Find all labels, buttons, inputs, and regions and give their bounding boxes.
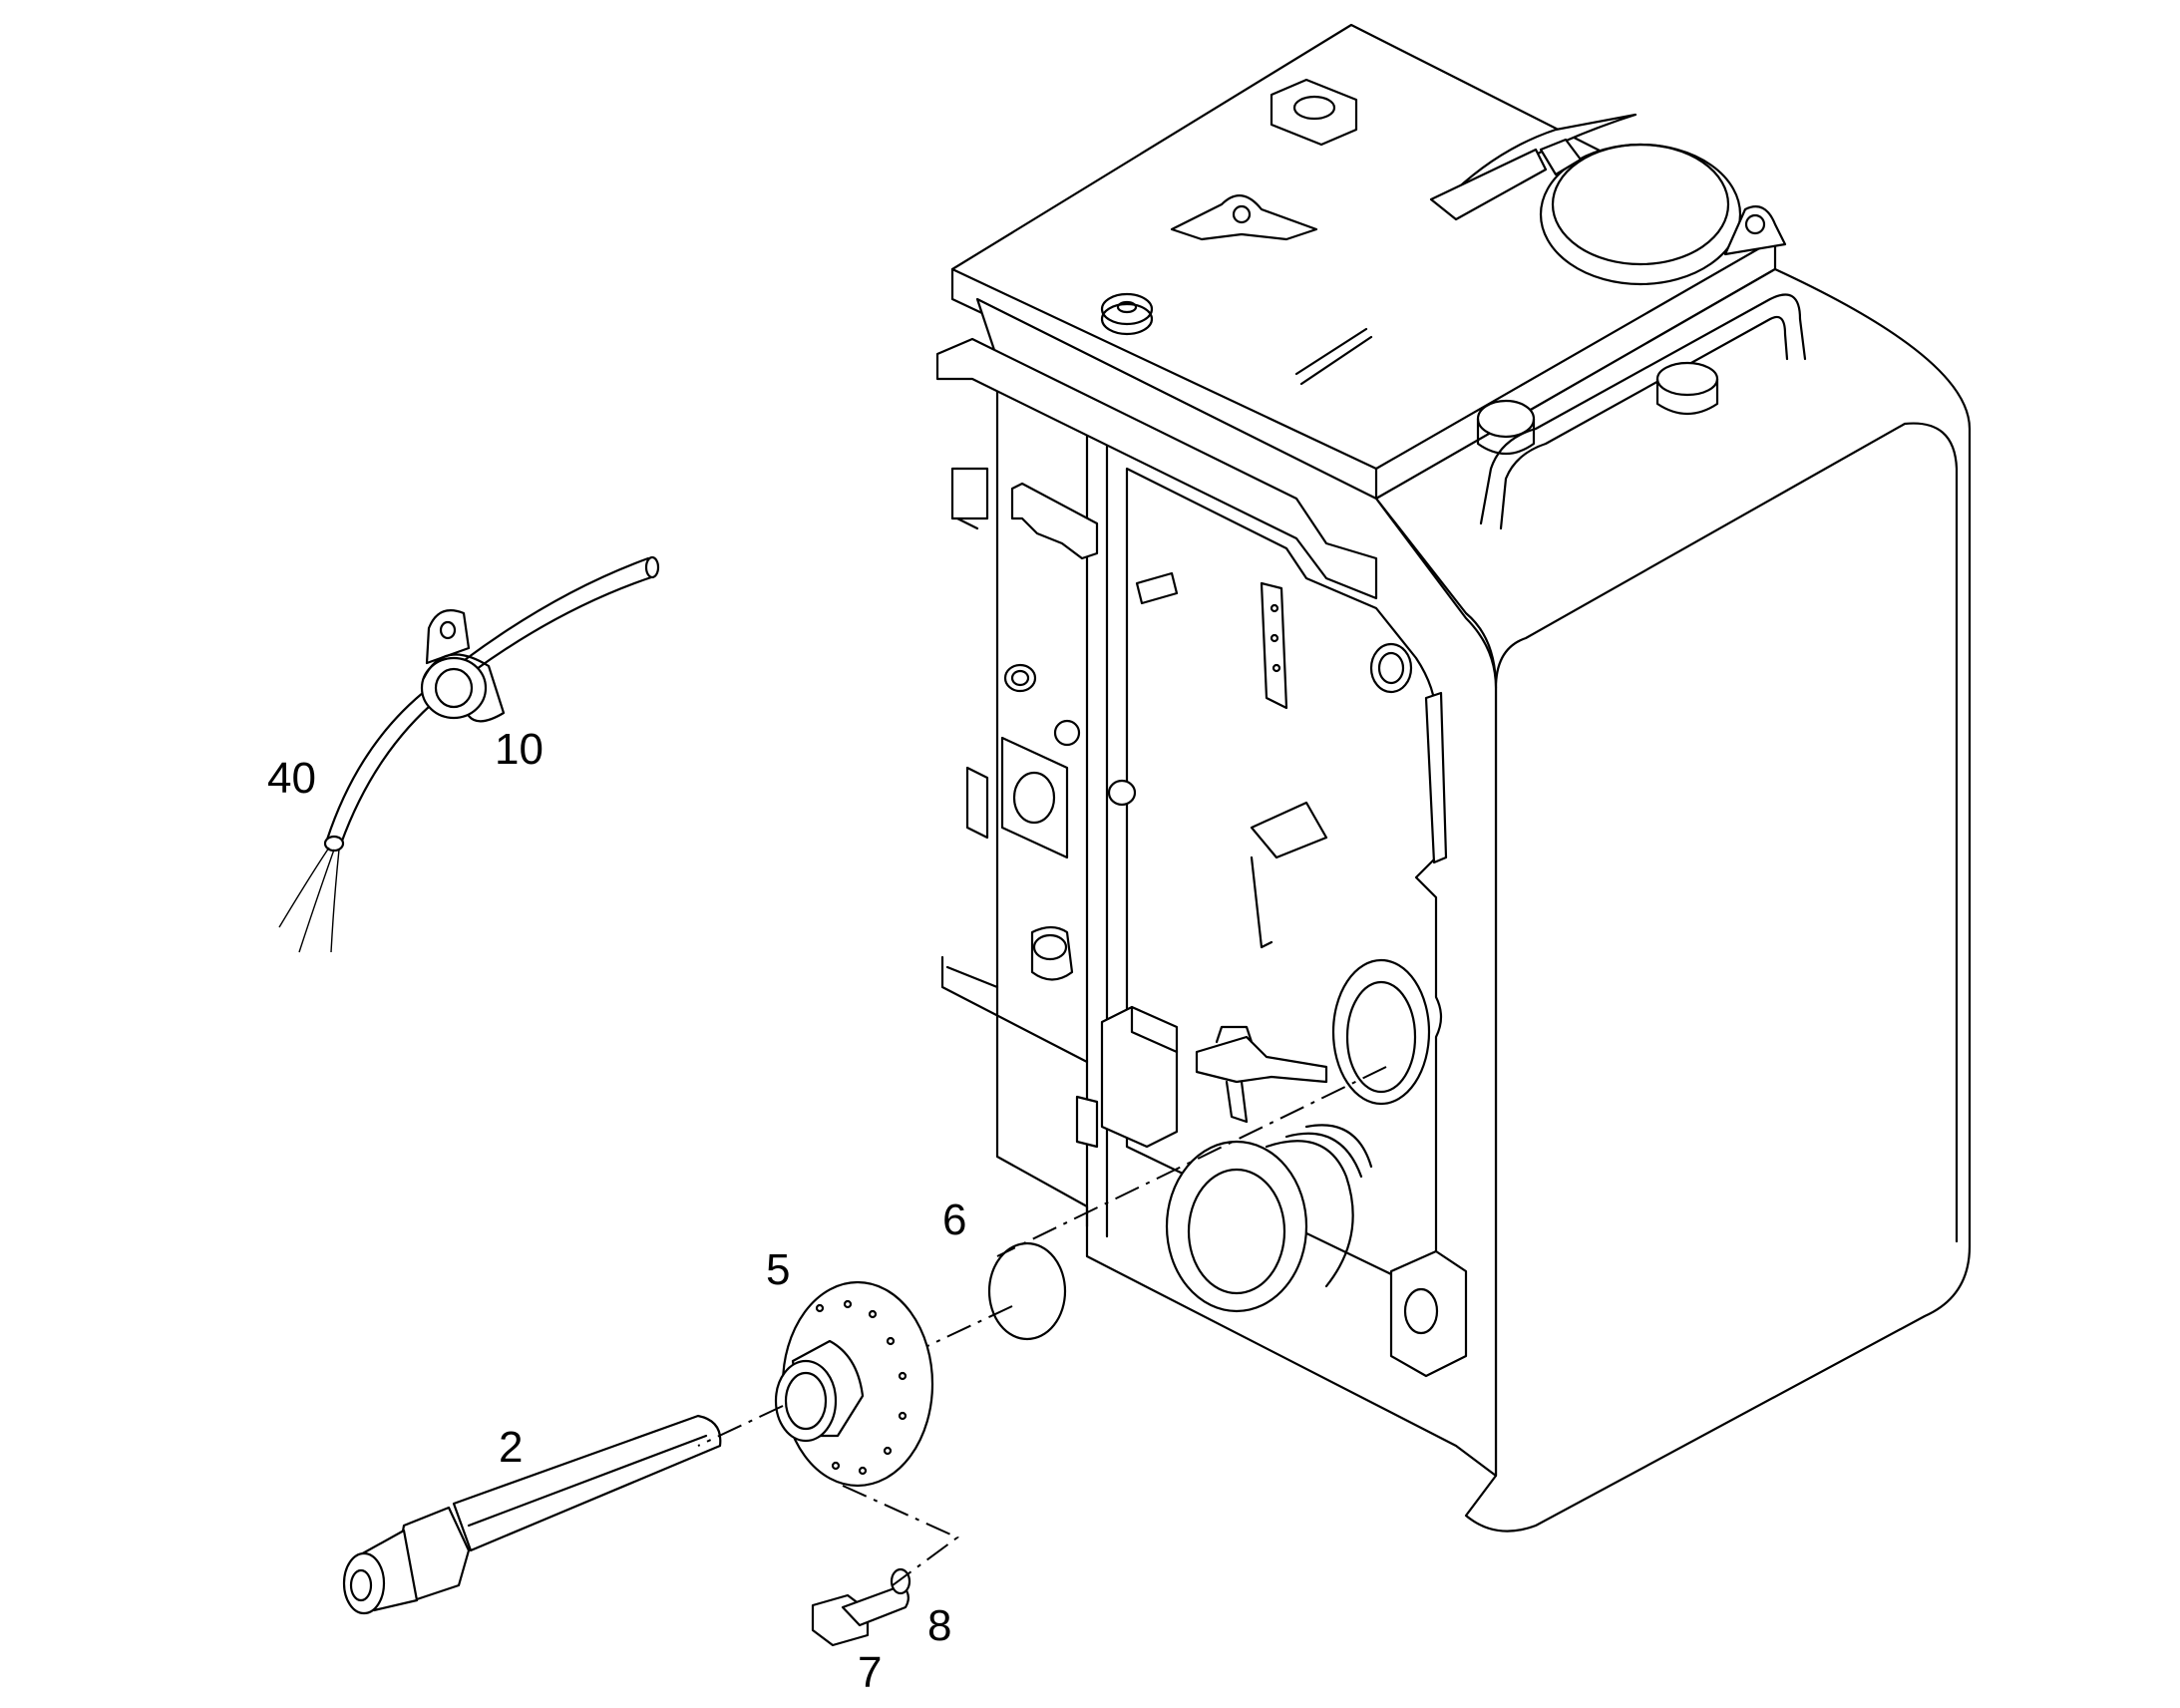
- hydraulic-tank: [935, 23, 1972, 1533]
- callout-40: 40: [267, 754, 316, 803]
- hose-40: [278, 555, 660, 953]
- callout-10: 10: [495, 725, 544, 774]
- bolt-7: [811, 1583, 909, 1647]
- callout-6: 6: [942, 1196, 966, 1244]
- callout-7: 7: [858, 1648, 882, 1697]
- clamp-10: [420, 609, 506, 723]
- callout-5: 5: [766, 1245, 790, 1294]
- callout-2: 2: [499, 1423, 523, 1472]
- flange-5: [774, 1280, 934, 1488]
- assembly-lines: [697, 1066, 1387, 1586]
- heater-element-2: [342, 1414, 722, 1615]
- callout-8: 8: [927, 1601, 951, 1650]
- gasket-6: [987, 1241, 1067, 1341]
- washer-8: [890, 1567, 911, 1595]
